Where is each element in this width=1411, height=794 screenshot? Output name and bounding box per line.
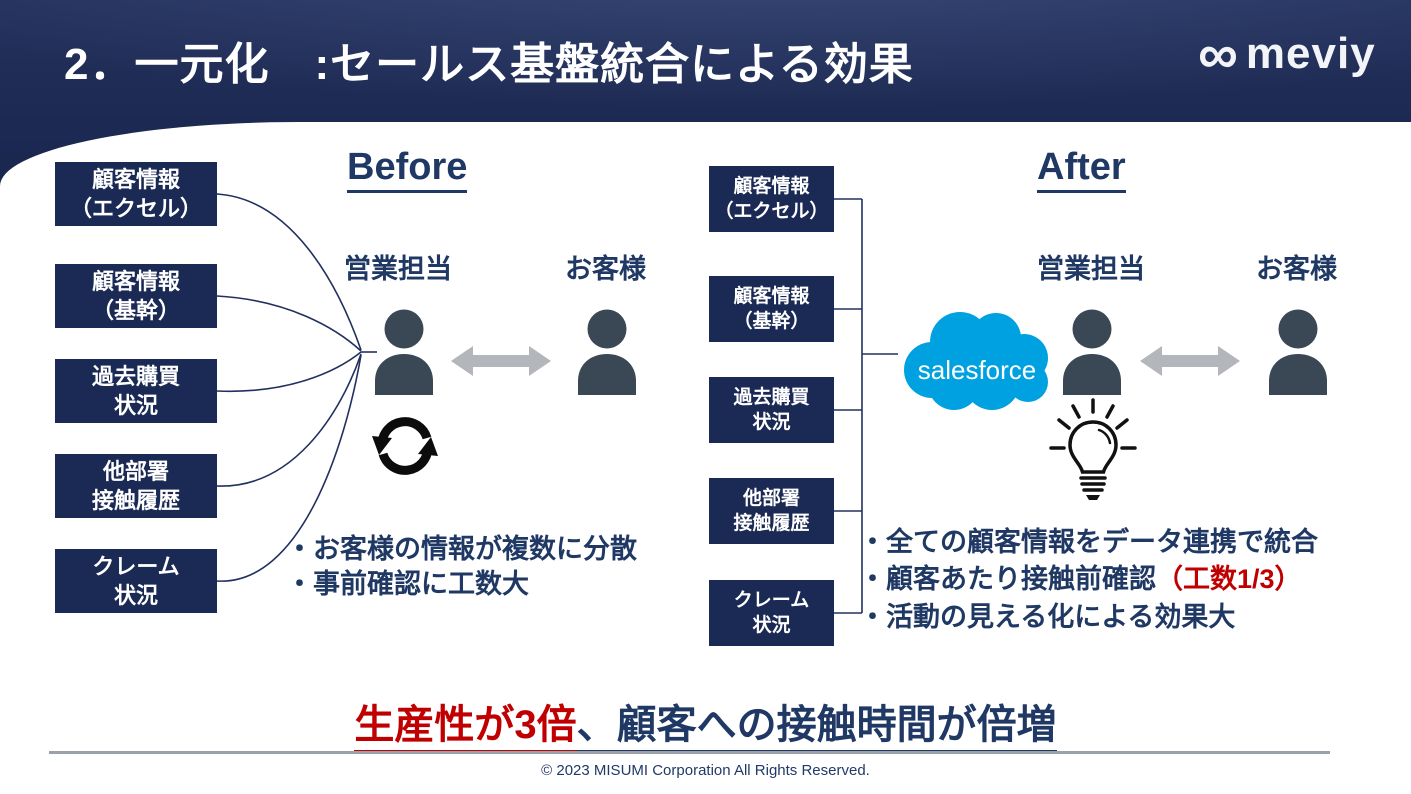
box-label: 過去購買 <box>91 363 180 389</box>
after-bullet-2-navy: ・顧客あたり接触前確認 <box>859 564 1156 595</box>
after-bullet-2: ・顧客あたり接触前確認（工数1/3） <box>859 561 1318 598</box>
after-source-box-1: 顧客情報 （エクセル） <box>709 166 834 232</box>
page-title: 2．一元化 :セールス基盤統合による効果 <box>64 40 914 89</box>
double-arrow-icon <box>1140 346 1240 376</box>
before-source-box-2: 顧客情報 （基幹） <box>55 264 217 328</box>
box-label: （エクセル） <box>69 196 202 221</box>
person-icon <box>1269 309 1327 395</box>
after-bullets: ・全ての顧客情報をデータ連携で統合 ・顧客あたり接触前確認（工数1/3） ・活動… <box>859 524 1318 636</box>
after-bullet-2-red: （工数1/3） <box>1156 564 1302 595</box>
after-title: After <box>1037 147 1126 193</box>
salesforce-logo: salesforce <box>904 312 1048 410</box>
after-bullet-1: ・全ての顧客情報をデータ連携で統合 <box>859 527 1318 557</box>
person-icon <box>578 309 636 395</box>
box-label: 他部署 <box>742 487 800 509</box>
before-source-box-4: 他部署 接触履歴 <box>55 454 217 518</box>
box-label: 状況 <box>113 583 158 608</box>
after-source-box-2: 顧客情報 （基幹） <box>709 276 834 342</box>
before-bullet-2: ・事前確認に工数大 <box>286 569 529 600</box>
lightbulb-icon <box>1049 398 1137 500</box>
after-source-box-5: クレーム 状況 <box>709 580 834 646</box>
box-label: 顧客情報 <box>91 268 180 294</box>
box-label: 状況 <box>752 615 791 636</box>
person-icon <box>375 309 433 395</box>
before-source-box-5: クレーム 状況 <box>55 549 217 613</box>
box-label: 状況 <box>752 412 791 433</box>
person-icon <box>1063 309 1121 395</box>
box-label: クレーム <box>92 553 180 579</box>
meviy-logo: ∞ meviy <box>1198 26 1376 82</box>
bottom-headline: 生産性が3倍、顧客への接触時間が倍増 <box>0 692 1411 754</box>
footer-divider <box>49 751 1330 754</box>
box-label: 接触履歴 <box>733 513 810 534</box>
after-source-box-3: 過去購買 状況 <box>709 377 834 443</box>
box-label: （基幹） <box>91 298 180 323</box>
after-customer-label: お客様 <box>1256 254 1337 284</box>
before-title: Before <box>347 147 468 193</box>
before-source-box-1: 顧客情報 （エクセル） <box>55 162 217 226</box>
box-label: 他部署 <box>102 458 169 484</box>
before-sales-label: 営業担当 <box>344 254 452 284</box>
copyright-text: © 2023 MISUMI Corporation All Rights Res… <box>541 762 870 779</box>
headline-red-part: 生産性が3倍 <box>354 703 577 754</box>
box-label: 過去購買 <box>733 386 810 408</box>
box-label: 顧客情報 <box>733 285 810 307</box>
box-label: 状況 <box>113 393 158 418</box>
box-label: 顧客情報 <box>733 175 810 197</box>
box-label: クレーム <box>733 589 810 611</box>
infinity-logo-icon: ∞ <box>1198 22 1238 85</box>
box-label: （エクセル） <box>714 201 829 222</box>
headline-navy-part: 、顧客への接触時間が倍増 <box>576 703 1057 754</box>
box-label: 顧客情報 <box>91 166 180 192</box>
double-arrow-icon <box>451 346 551 376</box>
after-bullet-3: ・活動の見える化による効果大 <box>859 601 1236 632</box>
after-source-box-4: 他部署 接触履歴 <box>709 478 834 544</box>
before-bullet-1: ・お客様の情報が複数に分散 <box>286 534 637 564</box>
sync-icon <box>372 417 439 481</box>
box-label: 接触履歴 <box>91 488 180 513</box>
before-customer-label: お客様 <box>565 254 646 284</box>
salesforce-wordmark: salesforce <box>918 355 1037 385</box>
before-bullets: ・お客様の情報が複数に分散 ・事前確認に工数大 <box>286 532 637 602</box>
box-label: （基幹） <box>733 311 810 332</box>
logo-wordmark: meviy <box>1245 29 1376 78</box>
before-source-box-3: 過去購買 状況 <box>55 359 217 423</box>
after-sales-label: 営業担当 <box>1037 254 1145 284</box>
